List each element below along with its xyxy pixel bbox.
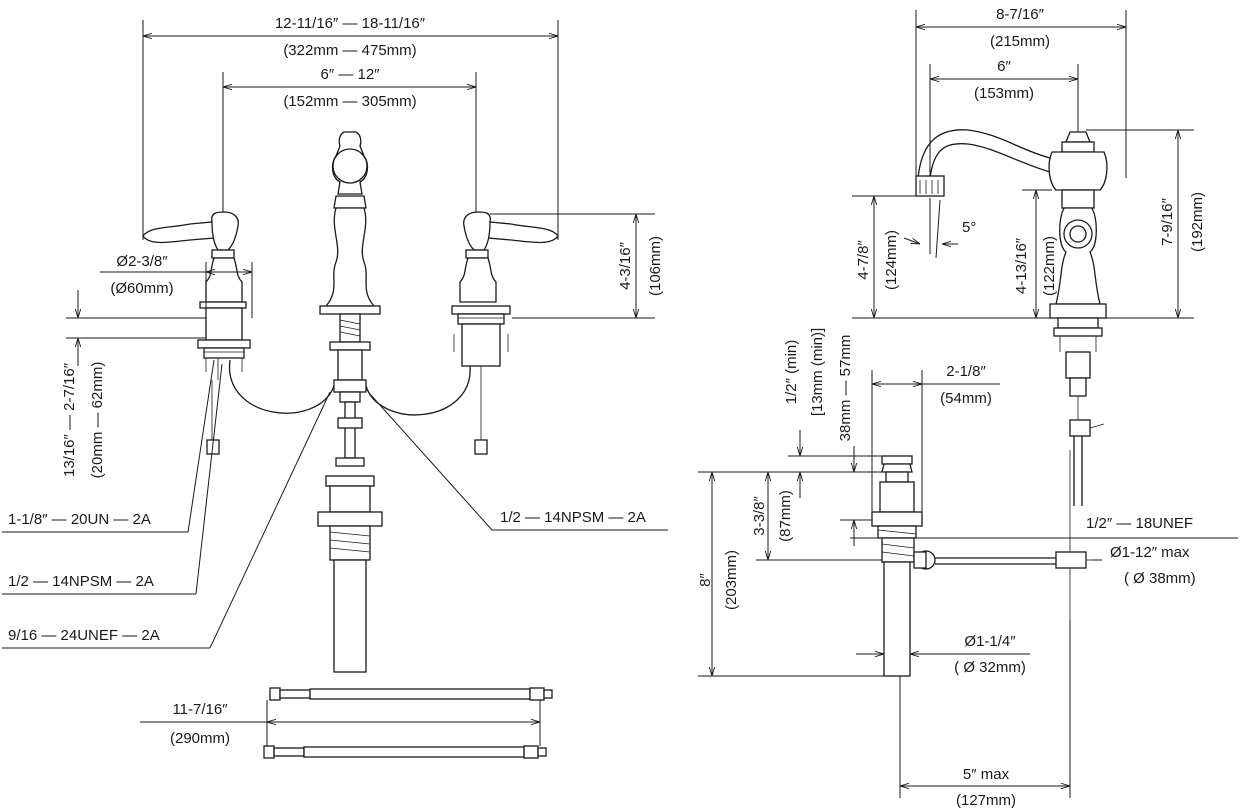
handle-height-dimension: 4-3/16″ (106mm)	[490, 213, 664, 319]
thread-callout-4: 1/2 — 14NPSM — 2A	[369, 393, 668, 531]
overall-width-metric: (322mm — 475mm)	[283, 42, 416, 59]
right-side-view: 8-7/16″ (215mm) 6″ (153mm)	[697, 6, 1238, 809]
thread-callout-right: 1/2″ — 18UNEF	[850, 515, 1238, 539]
thread-callout-2-label: 1/2 — 14NPSM — 2A	[8, 573, 154, 590]
hose-length-metric: (290mm)	[170, 730, 230, 747]
deck-thickness-metric: (20mm — 62mm)	[89, 362, 106, 479]
deck-thickness-imperial: 13/16″ — 2-7/16″	[61, 362, 78, 477]
drain-flange-metric: (54mm)	[940, 390, 992, 407]
drain-depth-imperial: 3-3/8″	[751, 496, 768, 536]
drain-length-dimension: 8″ (203mm)	[697, 471, 884, 677]
thread-callout-4-label: 1/2 — 14NPSM — 2A	[500, 509, 646, 526]
spout-angle: 5°	[903, 198, 976, 259]
deck-thickness-dimension: 13/16″ — 2-7/16″ (20mm — 62mm)	[61, 290, 206, 478]
total-height-dimension: 7-9/16″ (192mm)	[1086, 129, 1206, 319]
base-diameter-dimension: Ø2-3/8″ (Ø60mm)	[100, 253, 253, 318]
rod-reach-imperial: 5″ max	[963, 766, 1010, 783]
overall-depth-imperial: 8-7/16″	[996, 6, 1045, 23]
thread-callout-3: 9/16 — 24UNEF — 2A	[2, 391, 331, 649]
drain-assembly	[871, 455, 1098, 677]
base-diameter-imperial: Ø2-3/8″	[116, 253, 168, 270]
outlet-diameter-metric: ( Ø 32mm)	[954, 659, 1026, 676]
drain-depth-metric: (87mm)	[777, 490, 794, 542]
drain-length-imperial: 8″	[697, 572, 714, 586]
overall-depth-dimension: 8-7/16″ (215mm)	[915, 6, 1127, 178]
base-diameter-metric: (Ø60mm)	[110, 280, 173, 297]
center-spread-metric: (152mm — 305mm)	[283, 93, 416, 110]
drain-flange-dimension: 2-1/8″ (54mm)	[871, 363, 1000, 512]
rod-reach-metric: (127mm)	[956, 792, 1016, 809]
thread-callout-1-label: 1-1/8″ — 20UN — 2A	[8, 511, 151, 528]
total-height-imperial: 7-9/16″	[1159, 197, 1176, 246]
overall-depth-metric: (215mm)	[990, 33, 1050, 50]
body-height-dimension: 4-13/16″ (122mm)	[1013, 189, 1058, 318]
spout-height-imperial: 4-7/8″	[855, 240, 872, 280]
left-supply-tube	[229, 359, 335, 414]
hose-length-imperial: 11-7/16″	[172, 701, 228, 718]
center-spread-imperial: 6″ — 12″	[321, 66, 381, 83]
thread-callout-1: 1-1/8″ — 20UN — 2A	[2, 359, 215, 533]
spout-reach-imperial: 6″	[997, 58, 1011, 75]
overall-width-dimension: 12-11/16″ — 18-11/16″ (322mm — 475mm)	[142, 15, 559, 240]
handle-height-metric: (106mm)	[647, 236, 664, 296]
drain-range-label: 38mm — 57mm	[837, 335, 854, 442]
body-height-imperial: 4-13/16″	[1013, 237, 1030, 294]
tailpiece-diameter-dimension: Ø1-12″ max ( Ø 38mm)	[1092, 544, 1196, 587]
spout-height-dimension: 4-7/8″ (124mm)	[852, 195, 1050, 319]
thread-callout-3-label: 9/16 — 24UNEF — 2A	[8, 627, 160, 644]
right-supply-tube	[365, 365, 471, 416]
drain-flange-imperial: 2-1/8″	[946, 363, 986, 380]
left-front-view: 12-11/16″ — 18-11/16″ (322mm — 475mm) 6″…	[2, 15, 668, 759]
rod-reach-dimension: 5″ max (127mm)	[899, 620, 1071, 809]
outlet-diameter-dimension: Ø1-1/4″ ( Ø 32mm)	[856, 633, 1030, 676]
faucet-side-profile	[915, 129, 1108, 620]
spout-height-metric: (124mm)	[883, 230, 900, 290]
drain-min-metric: [13mm (min)]	[809, 328, 826, 416]
thread-callout-2: 1/2 — 14NPSM — 2A	[2, 363, 223, 595]
center-spout-body	[317, 131, 383, 673]
drain-length-metric: (203mm)	[723, 550, 740, 610]
supply-hoses	[263, 687, 553, 759]
tailpiece-diameter-imperial: Ø1-12″ max	[1110, 544, 1190, 561]
right-handle	[451, 211, 559, 455]
drain-depth-dimension: 3-3/8″ (87mm)	[751, 471, 882, 561]
left-handle	[142, 211, 251, 455]
drain-min-imperial: 1/2″ (min)	[783, 340, 800, 405]
center-spread-dimension: 6″ — 12″ (152mm — 305mm)	[222, 66, 477, 218]
spout-reach-metric: (153mm)	[974, 85, 1034, 102]
overall-width-imperial: 12-11/16″ — 18-11/16″	[275, 15, 426, 32]
total-height-metric: (192mm)	[1189, 192, 1206, 252]
spout-reach-dimension: 6″ (153mm)	[929, 58, 1079, 178]
outlet-diameter-imperial: Ø1-1/4″	[964, 633, 1016, 650]
handle-height-imperial: 4-3/16″	[617, 241, 634, 290]
tailpiece-diameter-metric: ( Ø 38mm)	[1124, 570, 1196, 587]
thread-callout-right-label: 1/2″ — 18UNEF	[1086, 515, 1193, 532]
hose-length-dimension: 11-7/16″ (290mm)	[140, 700, 541, 747]
body-height-metric: (122mm)	[1041, 236, 1058, 296]
spout-angle-label: 5°	[962, 219, 976, 236]
